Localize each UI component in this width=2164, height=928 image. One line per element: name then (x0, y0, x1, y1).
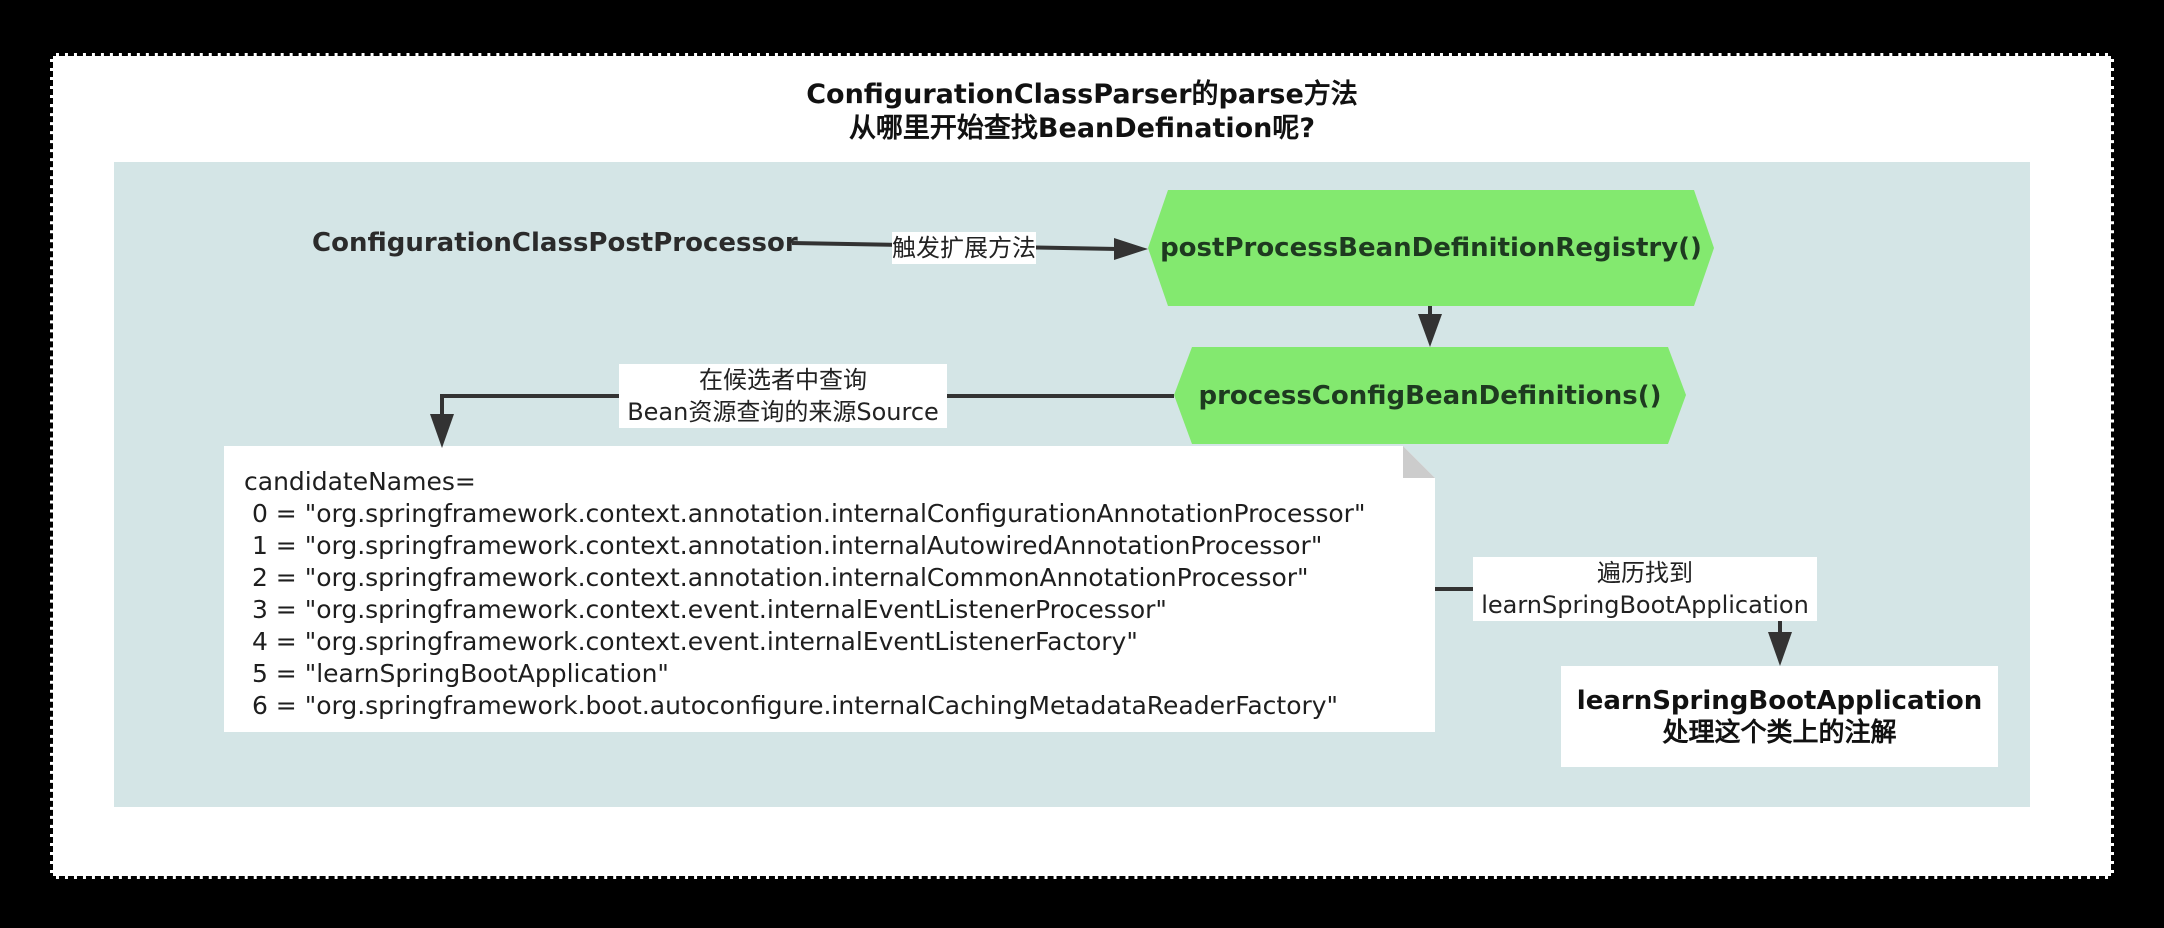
hexagon-shape (1174, 347, 1686, 444)
edge-label-iterate: 遍历找到 learnSpringBootApplication (1473, 557, 1817, 621)
edge-label-query: 在候选者中查询 Bean资源查询的来源Source (619, 364, 947, 428)
edge-label-query-line1: 在候选者中查询 (699, 366, 867, 394)
result-line1: learnSpringBootApplication (1576, 685, 1983, 716)
note-shape (224, 446, 1435, 732)
edge-label-trigger: 触发扩展方法 (892, 232, 1036, 264)
node-configuration-class-post-processor: ConfigurationClassPostProcessor (312, 228, 798, 258)
node-label: postProcessBeanDefinitionRegistry() (1160, 233, 1702, 263)
arrowhead-post-to-process (1418, 314, 1442, 347)
candidate-item: 2 = "org.springframework.context.annotat… (244, 563, 1309, 592)
candidate-names-header: candidateNames= (244, 467, 476, 496)
diagram-title-line2: 从哪里开始查找BeanDefination呢? (848, 113, 1316, 144)
node-learn-spring-boot-application: learnSpringBootApplication 处理这个类上的注解 (1561, 666, 1998, 767)
candidate-item: 1 = "org.springframework.context.annotat… (244, 531, 1323, 560)
diagram-title-line1: ConfigurationClassParser的parse方法 (806, 79, 1358, 110)
candidate-names-text: candidateNames= 0 = "org.springframework… (244, 466, 1365, 722)
node-label: processConfigBeanDefinitions() (1198, 380, 1662, 411)
edge-label-iterate-line1: 遍历找到 (1597, 559, 1693, 587)
candidate-item: 6 = "org.springframework.boot.autoconfig… (244, 691, 1339, 720)
candidate-item: 4 = "org.springframework.context.event.i… (244, 627, 1138, 656)
arrowhead-iterate (1768, 632, 1792, 666)
candidate-names-note: candidateNames= 0 = "org.springframework… (224, 446, 1435, 732)
result-line2: 处理这个类上的注解 (1662, 717, 1897, 748)
hexagon-shape (1148, 190, 1714, 306)
edge-label-query-line2: Bean资源查询的来源Source (627, 398, 939, 426)
arrowhead-trigger (1114, 238, 1148, 260)
candidate-item: 0 = "org.springframework.context.annotat… (244, 499, 1366, 528)
edge-label-iterate-line2: learnSpringBootApplication (1481, 591, 1809, 619)
node-process-config-bean-definitions: processConfigBeanDefinitions() (1174, 347, 1686, 444)
candidate-item: 3 = "org.springframework.context.event.i… (244, 595, 1167, 624)
node-post-process-bean-definition-registry: postProcessBeanDefinitionRegistry() (1148, 190, 1714, 306)
arrowhead-query (430, 414, 454, 448)
candidate-item: 5 = "learnSpringBootApplication" (244, 659, 669, 688)
